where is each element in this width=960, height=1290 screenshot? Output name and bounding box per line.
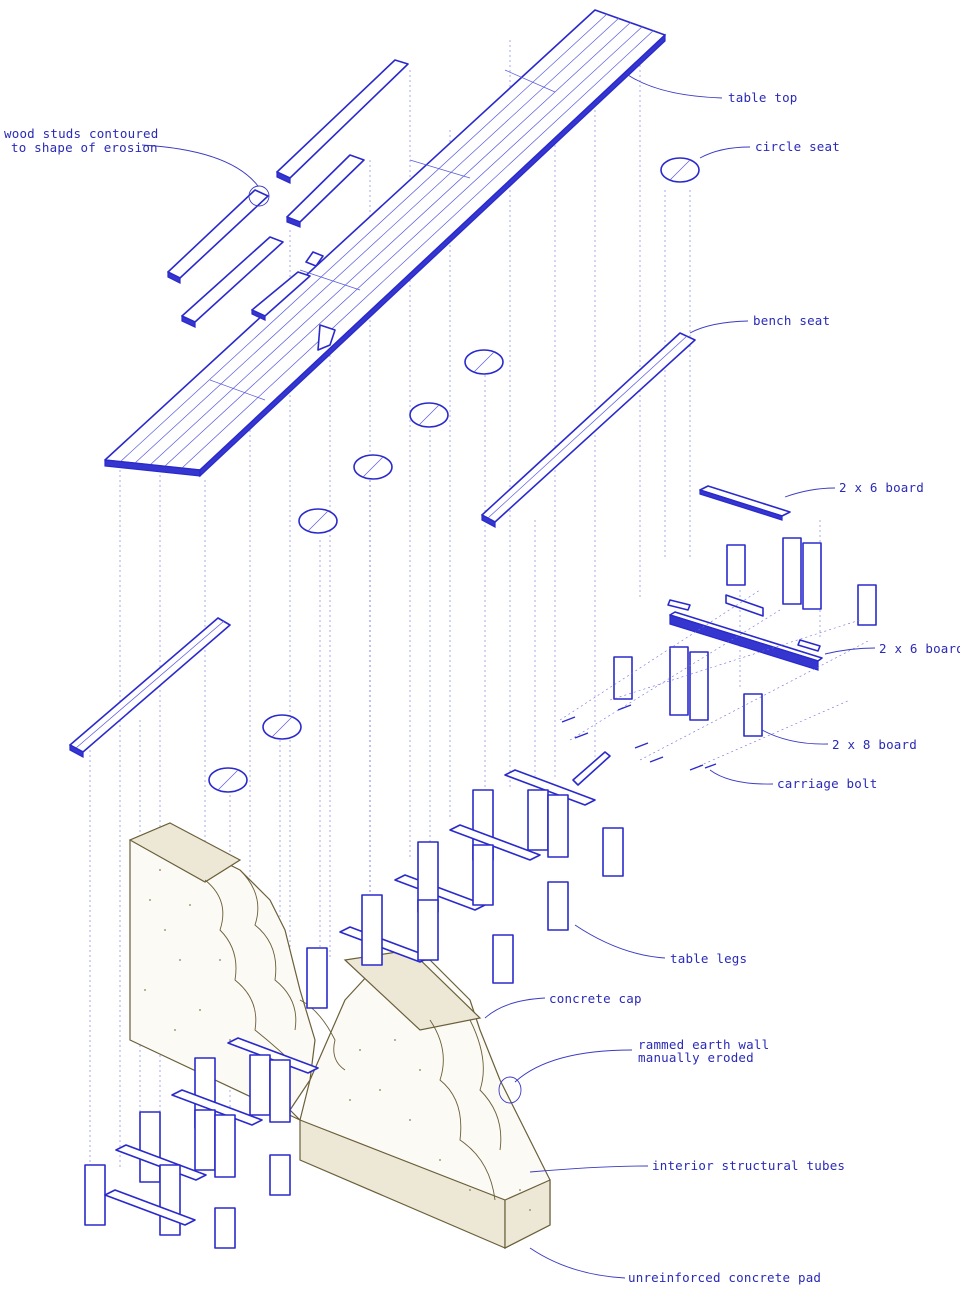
rammed-earth-wall	[128, 822, 551, 1249]
label-table-top: table top	[728, 90, 798, 105]
label-concrete-cap: concrete cap	[549, 991, 642, 1006]
label-unreinforced-concrete-pad: unreinforced concrete pad	[628, 1270, 822, 1285]
label-wood-studs-line1: wood studs contoured	[4, 126, 159, 141]
label-circle-seat: circle seat	[755, 139, 840, 154]
label-table-legs: table legs	[670, 951, 748, 966]
label-2x6-board-top: 2 x 6 board	[839, 480, 924, 495]
bench-seats	[69, 332, 696, 759]
label-bench-seat: bench seat	[753, 313, 831, 328]
label-wood-studs-line2: to shape of erosion	[11, 140, 158, 155]
label-rammed-earth-line2: manually eroded	[638, 1050, 754, 1065]
label-carriage-bolt: carriage bolt	[777, 776, 878, 791]
table-legs-upper	[306, 769, 624, 1009]
label-rammed-earth-line1: rammed earth wall	[638, 1037, 770, 1052]
circle-seats	[208, 157, 700, 793]
exploded-boards	[559, 485, 877, 786]
label-2x6-board-long: 2 x 6 board	[879, 641, 960, 656]
leader-lines	[141, 74, 876, 1279]
label-interior-structural-tubes: interior structural tubes	[652, 1158, 846, 1173]
label-2x8-board: 2 x 8 board	[832, 737, 917, 752]
carriage-bolts	[561, 704, 717, 771]
wood-studs	[167, 59, 409, 328]
table-legs-lower	[84, 1037, 319, 1249]
